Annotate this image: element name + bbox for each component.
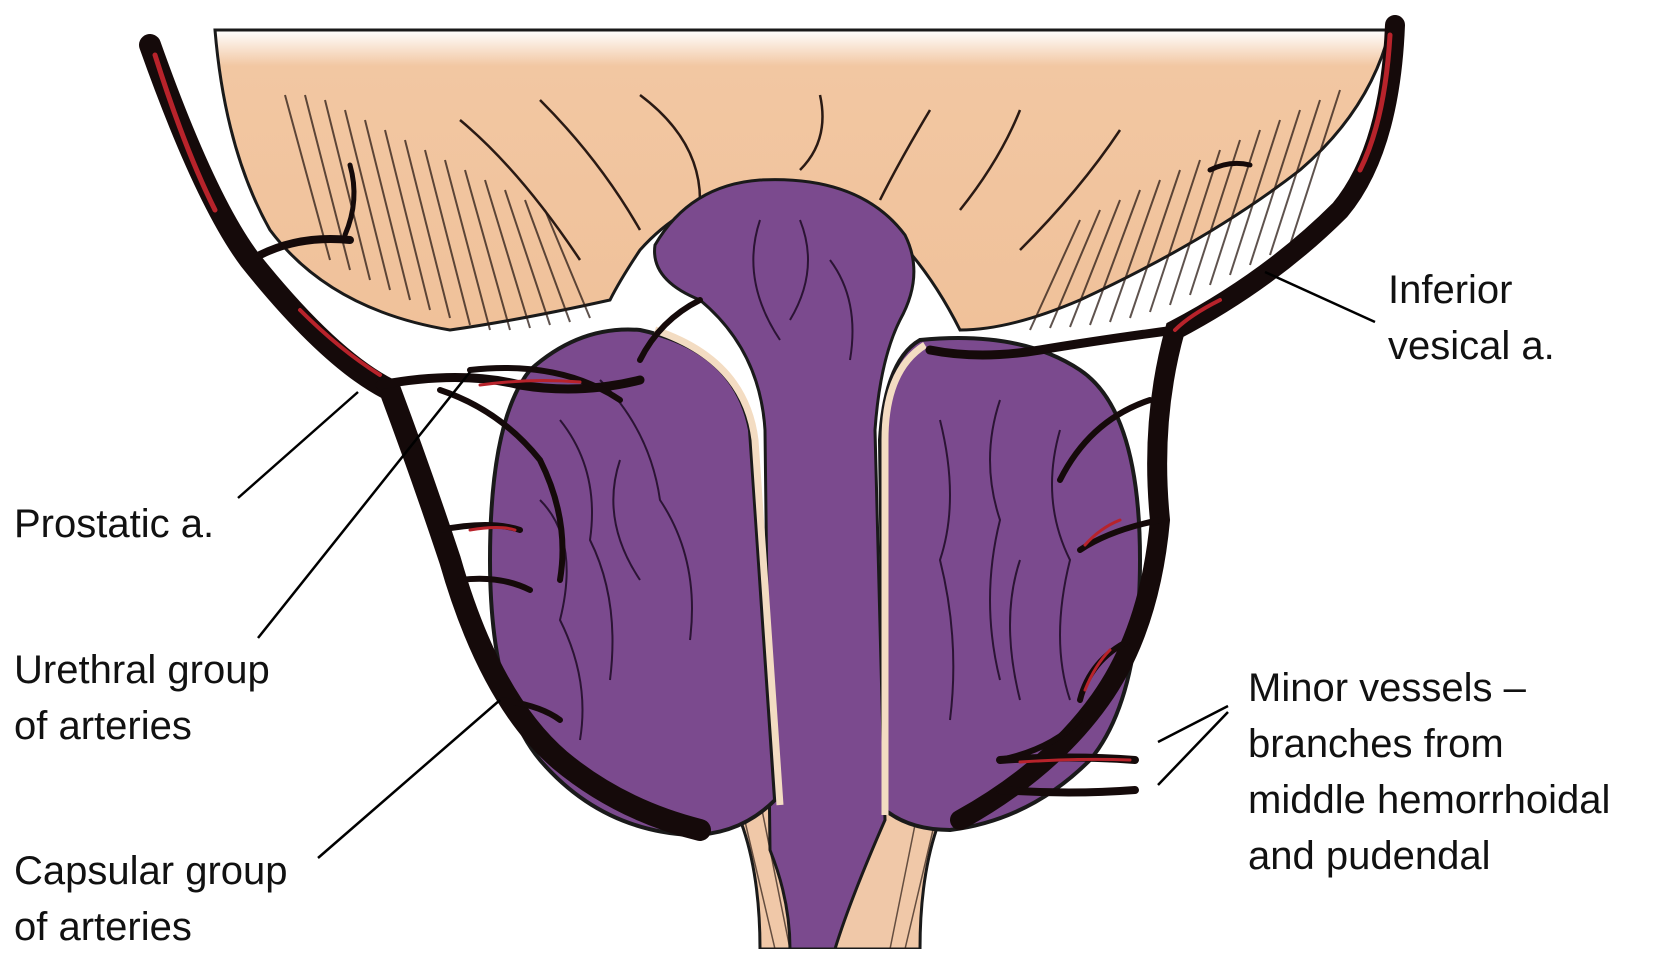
label-minor-line-3: middle hemorrhoidal <box>1248 772 1610 828</box>
label-minor-line-1: Minor vessels – <box>1248 660 1610 716</box>
label-minor-line-2: branches from <box>1248 716 1610 772</box>
label-inferior-vesical-line-1: Inferior <box>1388 262 1555 318</box>
label-prostatic-artery: Prostatic a. <box>14 496 214 552</box>
leader-capsular <box>318 700 500 858</box>
label-urethral-group: Urethral group of arteries <box>14 642 270 754</box>
label-minor-vessels: Minor vessels – branches from middle hem… <box>1248 660 1610 884</box>
label-urethral-line-2: of arteries <box>14 698 270 754</box>
leader-prostatic <box>238 392 358 498</box>
label-inferior-vesical-artery: Inferior vesical a. <box>1388 262 1555 374</box>
label-capsular-line-1: Capsular group <box>14 843 288 899</box>
label-minor-line-4: and pudendal <box>1248 828 1610 884</box>
label-urethral-line-1: Urethral group <box>14 642 270 698</box>
left-lateral-lobe <box>490 330 775 836</box>
label-inferior-vesical-line-2: vesical a. <box>1388 318 1555 374</box>
label-capsular-group: Capsular group of arteries <box>14 843 288 955</box>
label-prostatic-line-1: Prostatic a. <box>14 496 214 552</box>
label-capsular-line-2: of arteries <box>14 899 288 955</box>
leader-inferior-vesical <box>1265 272 1375 322</box>
